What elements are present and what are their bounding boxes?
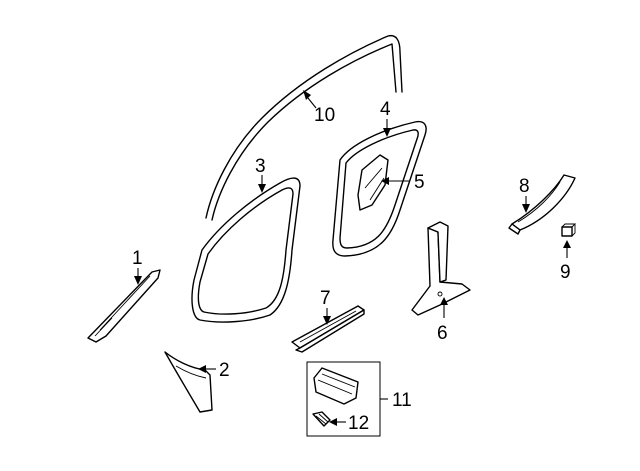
callout-8-arrow — [522, 204, 530, 213]
callout-2-arrow — [198, 365, 206, 373]
callout-1-label: 1 — [132, 248, 143, 269]
part-1-pillar-trim: 1 — [87, 248, 161, 343]
part-12-fastener: 12 — [312, 411, 369, 434]
callout-6-arrow — [440, 297, 448, 305]
callout-11-label: 11 — [392, 390, 412, 411]
part-4-rear-door-weatherstrip: 4 — [332, 99, 427, 257]
callout-9-label: 9 — [560, 262, 571, 283]
part-5-bracket: 5 — [357, 154, 425, 211]
callout-5-label: 5 — [414, 172, 425, 193]
callout-10-label: 10 — [314, 105, 335, 126]
callout-8-label: 8 — [519, 176, 530, 197]
callout-3-label: 3 — [255, 156, 266, 177]
part-8-rear-sill-plate: 8 — [508, 174, 576, 235]
callout-1-arrow — [134, 276, 142, 285]
part-2-kick-panel: 2 — [164, 351, 230, 413]
callout-12-arrow — [329, 418, 337, 426]
callout-6-label: 6 — [437, 323, 448, 344]
callout-4-label: 4 — [380, 99, 391, 120]
callout-5-arrow — [381, 177, 389, 185]
part-7-scuff-plate: 7 — [291, 288, 365, 353]
part-3-front-door-weatherstrip: 3 — [191, 156, 301, 323]
part-10-roof-weatherstrip: 10 — [205, 34, 403, 221]
callout-3-arrow — [258, 184, 266, 193]
part-11-assembly-box: 11 — [306, 361, 412, 437]
callout-9-arrow — [563, 240, 571, 248]
callout-2-label: 2 — [219, 360, 230, 381]
part-9-clip: 9 — [560, 223, 577, 283]
callout-12-label: 12 — [348, 413, 369, 434]
part-6-b-pillar-trim: 6 — [411, 221, 471, 344]
callout-10-leader — [307, 97, 317, 109]
callout-10-arrow — [303, 90, 311, 100]
callout-7-label: 7 — [320, 288, 331, 309]
callout-7-arrow — [323, 316, 331, 325]
callout-4-arrow — [383, 128, 391, 137]
